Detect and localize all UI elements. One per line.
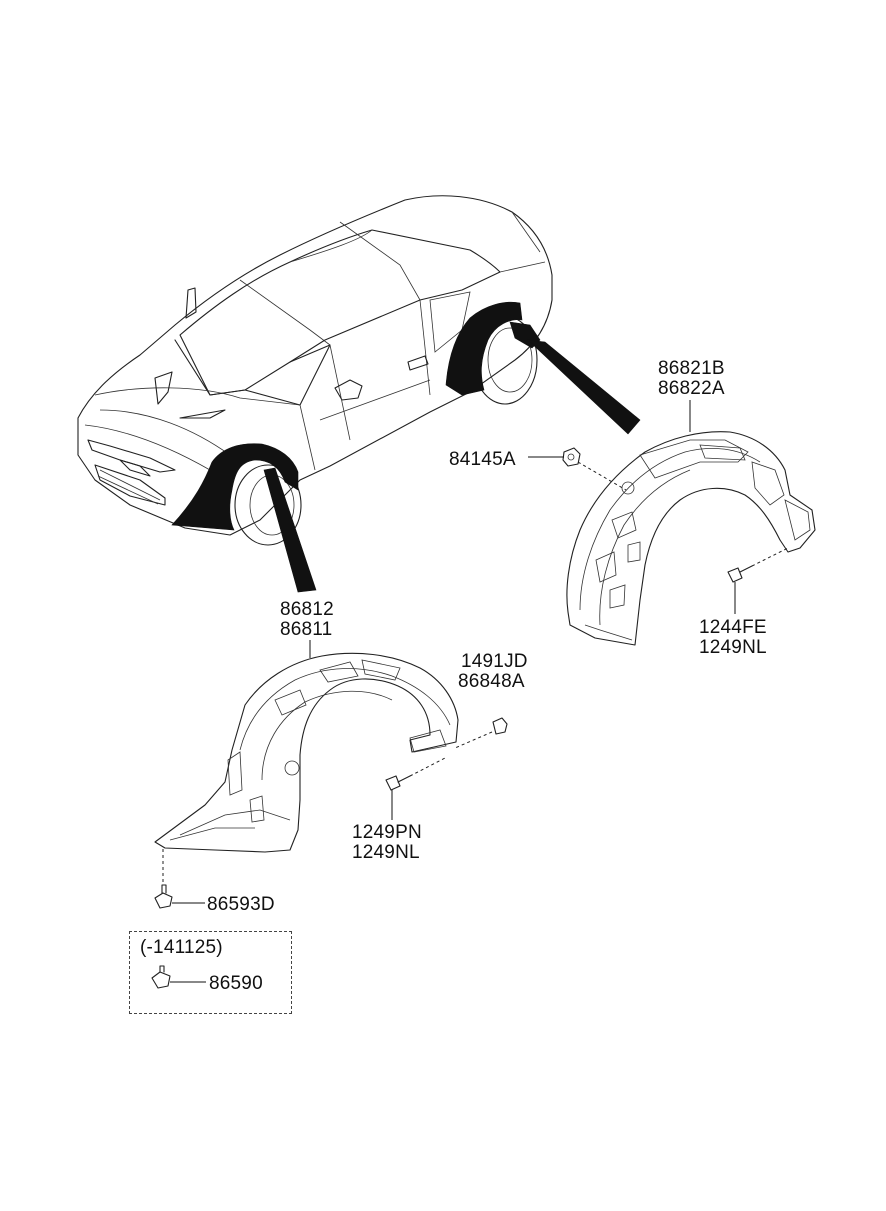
label-screw-1249pn: 1249PN bbox=[352, 822, 422, 843]
front-wheel-liner bbox=[154, 652, 459, 853]
label-screw-1244fe: 1244FE bbox=[699, 617, 767, 638]
label-screw-1249nl-rear: 1249NL bbox=[699, 637, 767, 658]
screw-1249pn-icon bbox=[385, 775, 411, 791]
label-clip-86848a: 86848A bbox=[458, 671, 525, 692]
label-box-note: (-141125) bbox=[140, 937, 223, 958]
note-box bbox=[129, 931, 292, 1014]
label-rear-liner-86822a: 86822A bbox=[658, 378, 725, 399]
nut-84145a-icon bbox=[562, 447, 581, 467]
leader-lines bbox=[170, 400, 736, 983]
clip-1491jd-icon bbox=[492, 717, 508, 735]
label-rear-liner-86821b: 86821B bbox=[658, 358, 725, 379]
car-illustration bbox=[77, 195, 641, 593]
label-clip-1491jd: 1491JD bbox=[461, 651, 528, 672]
screw-1244fe-icon bbox=[727, 565, 753, 583]
label-fastener-86590: 86590 bbox=[209, 973, 263, 994]
label-front-liner-86811: 86811 bbox=[280, 619, 333, 640]
rear-wheel-liner bbox=[566, 431, 816, 646]
label-nut-84145a: 84145A bbox=[449, 449, 516, 470]
label-fastener-86593d: 86593D bbox=[207, 894, 275, 915]
fastener-86593d-icon bbox=[154, 884, 173, 909]
label-front-liner-86812: 86812 bbox=[280, 599, 334, 620]
fastener-86590-icon bbox=[151, 965, 171, 989]
label-screw-1249nl-front: 1249NL bbox=[352, 842, 420, 863]
